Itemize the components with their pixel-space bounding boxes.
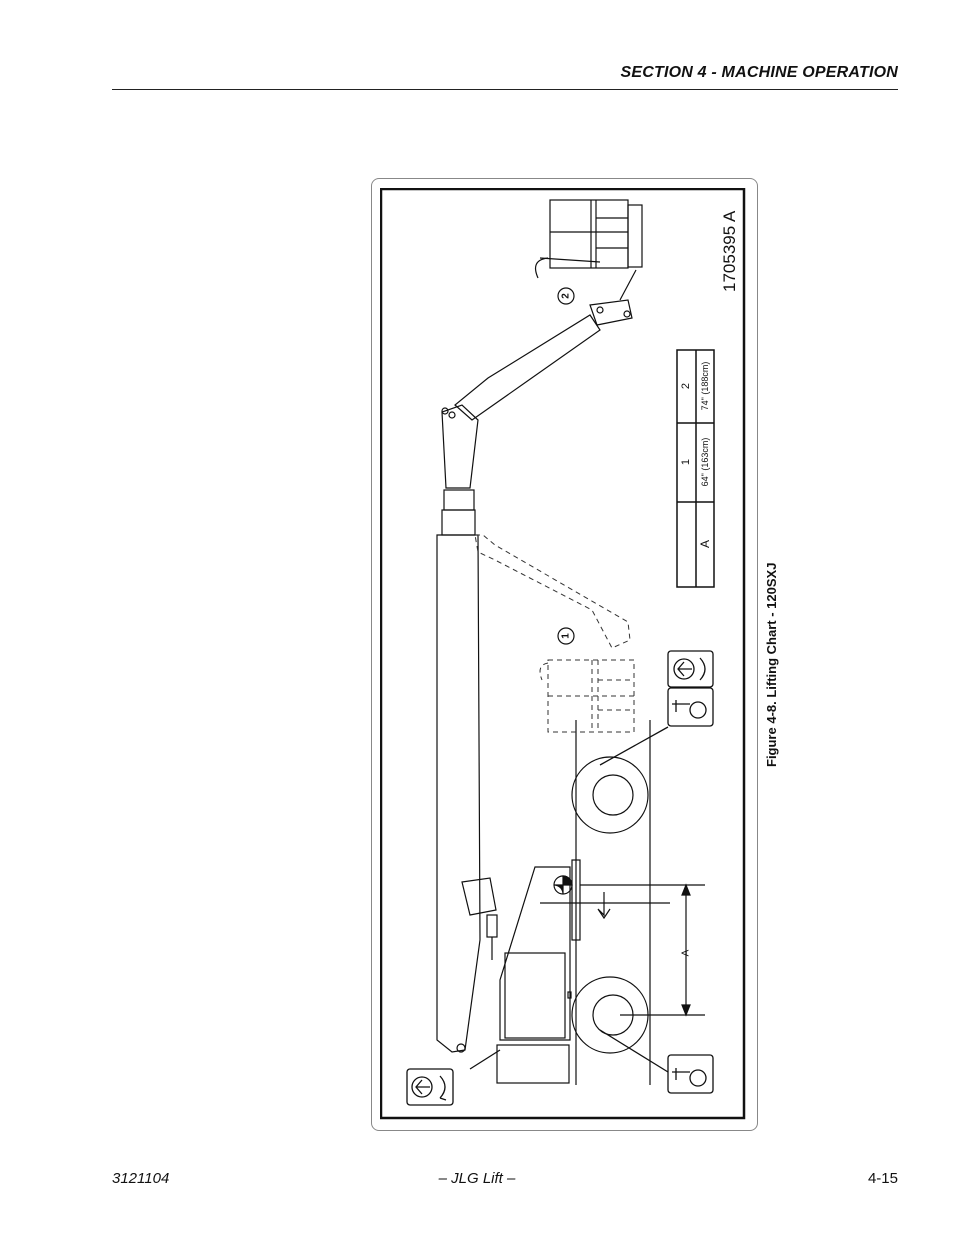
lift-hook-decal-bottom-icon <box>406 1068 454 1106</box>
tie-down-decal-top-icon <box>667 687 714 727</box>
position-2-label: 2 <box>561 293 572 299</box>
table-col-2-value: 74" (188cm) <box>700 362 710 411</box>
figure-frame <box>371 178 758 1131</box>
figure-part-number: 1705395 A <box>720 210 739 292</box>
table-col-1-value: 64" (163cm) <box>700 438 710 487</box>
tie-down-decal-bottom-icon <box>667 1054 714 1094</box>
footer-doc-number: 3121104 <box>112 1170 170 1187</box>
dimension-a-label: A <box>681 949 692 956</box>
footer-publisher: – JLG Lift – <box>438 1170 516 1187</box>
table-row-header: A <box>698 540 712 548</box>
figure-caption: Figure 4-8. Lifting Chart - 120SXJ <box>764 562 779 767</box>
position-1-label: 1 <box>561 633 572 639</box>
lifting-chart-drawing: 1 2 A A 1 2 64" (163cm) 74" (188cm) <box>380 188 746 1120</box>
table-col-1-header: 1 <box>680 459 692 465</box>
lift-hook-decal-top-icon <box>667 650 714 688</box>
footer-page-number: 4-15 <box>867 1170 898 1187</box>
header-divider <box>112 89 898 90</box>
lifting-table <box>676 349 715 588</box>
section-title: SECTION 4 - MACHINE OPERATION <box>620 64 898 81</box>
table-col-2-header: 2 <box>680 383 692 389</box>
